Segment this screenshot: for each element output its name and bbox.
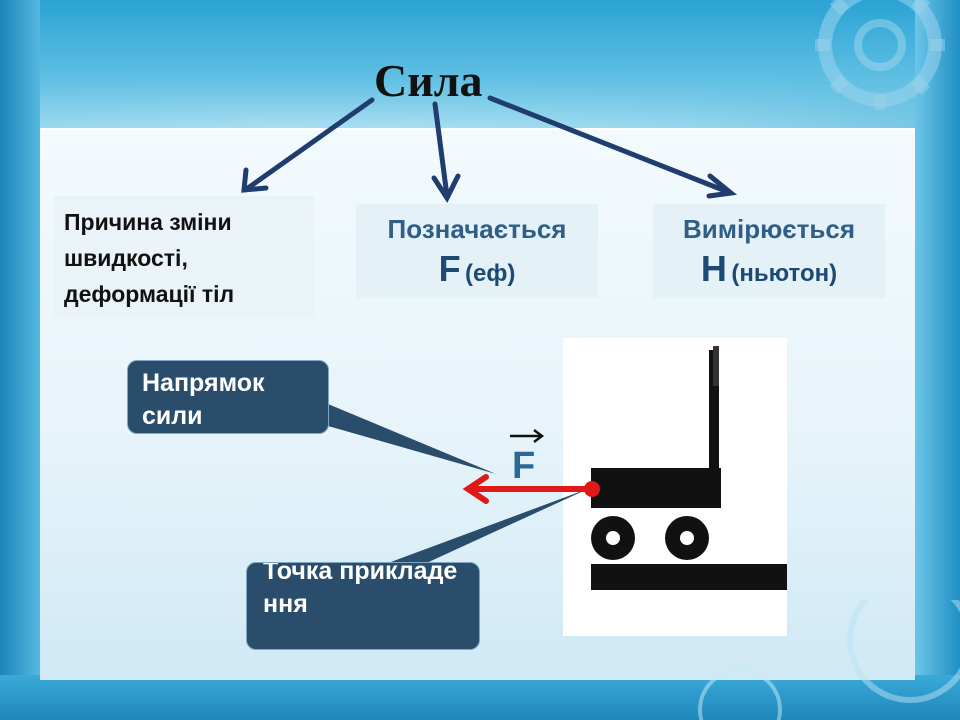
frame-top	[0, 0, 960, 130]
vector-overline	[510, 429, 545, 443]
frame-left	[0, 0, 40, 720]
cart-handle	[709, 350, 719, 490]
direction-line-2: сили	[142, 402, 203, 430]
symbol-value-row: F (еф)	[356, 246, 598, 300]
pointer-point	[380, 488, 590, 566]
arrow-head-unit	[706, 173, 738, 199]
symbol-box: Позначається F (еф)	[356, 204, 598, 298]
symbol-reading: (еф)	[465, 260, 516, 287]
pointer-direction	[328, 404, 496, 474]
direction-line-1: Напрямок	[142, 369, 265, 397]
arrow-to-unit	[487, 95, 731, 195]
cause-line-3: деформації тіл	[64, 281, 235, 307]
application-point-callout: Точка прикладення	[246, 562, 480, 650]
unit-reading: (ньютон)	[731, 260, 838, 287]
frame-bottom	[0, 675, 960, 720]
unit-letter: Н	[700, 248, 727, 289]
application-point	[584, 481, 600, 497]
force-vector	[462, 474, 593, 504]
arrow-head-symbol	[431, 173, 461, 204]
gear-decoration	[815, 0, 945, 110]
unit-box: Вимірюється Н (ньютон)	[653, 204, 885, 298]
cause-line-2: швидкості,	[64, 245, 188, 271]
ground-surface	[591, 564, 787, 590]
unit-heading: Вимірюється	[682, 214, 855, 244]
application-point-text: Точка прикладення	[263, 562, 458, 618]
unit-value-row: Н (ньютон)	[653, 246, 885, 300]
cause-line-1: Причина зміни	[64, 209, 232, 235]
cause-box: Причина зміни швидкості, деформації тіл	[54, 196, 314, 318]
cart-body	[591, 468, 721, 508]
formula-decoration	[698, 600, 960, 720]
vector-label: F	[512, 445, 536, 487]
arrow-head-cause	[241, 167, 269, 193]
cart-illustration	[563, 338, 787, 636]
symbol-heading: Позначається	[387, 214, 567, 244]
symbol-letter: F	[438, 248, 461, 289]
cart-drawing	[591, 346, 787, 590]
arrow-to-symbol	[432, 101, 450, 199]
diagram-title: Сила	[374, 55, 483, 106]
direction-callout: Напрямок сили	[127, 360, 329, 434]
arrow-to-cause	[245, 97, 375, 191]
